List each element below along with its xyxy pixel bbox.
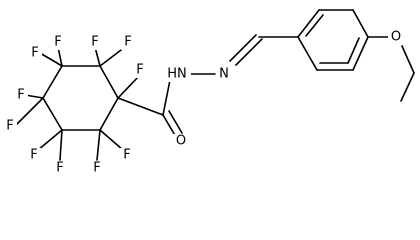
bond-c4-c5 <box>42 97 63 131</box>
bond-c6-f-bottom-left <box>96 129 101 161</box>
bond-c2-f-right <box>99 46 126 67</box>
atom-label-f: F <box>6 119 13 134</box>
atom-label-f: F <box>54 35 61 50</box>
atom-label-f: F <box>124 35 131 50</box>
bond-c5-f-left <box>37 129 63 151</box>
bond-c-nh <box>162 79 171 116</box>
bond-ar-inner-2 <box>347 37 360 64</box>
atom-label-layer: F F F F F F F <box>3 30 404 176</box>
structure-drawing: F F F F F F F <box>3 9 415 176</box>
atom-f: F <box>88 35 102 50</box>
atom-label-nh: HN <box>167 67 187 82</box>
atom-f: F <box>121 35 135 50</box>
bond-o-ch2 <box>401 45 415 74</box>
bond-c5-f-bottom <box>59 129 63 161</box>
atom-label-n: N <box>219 67 229 82</box>
bond-c2-f-left <box>94 46 101 67</box>
bond-ar-c3-c4 <box>352 9 369 38</box>
bond-ar-c6-c1 <box>297 36 318 71</box>
bond-c3-f-left <box>39 52 63 67</box>
bond-ar-c1-c2 <box>297 9 320 38</box>
bond-c1-ccarbonyl <box>117 97 164 116</box>
molecule-diagram: F F F F F F F <box>3 9 415 176</box>
atom-label-f: F <box>123 148 130 163</box>
bond-n-ch-double-2 <box>229 34 257 62</box>
bond-c-o-double-1 <box>162 114 177 138</box>
atom-f: F <box>27 148 41 163</box>
atom-label-f: F <box>93 161 100 176</box>
atom-o: O <box>173 134 189 149</box>
bond-ch2-ch3 <box>400 72 415 102</box>
atom-f: F <box>120 148 134 163</box>
atom-label-o: O <box>391 30 401 45</box>
atom-f: F <box>53 161 67 176</box>
atom-label-o: O <box>176 134 186 149</box>
atom-label-f: F <box>17 88 24 103</box>
bond-c3-f-top <box>57 46 63 67</box>
bond-c1-c2 <box>99 65 119 99</box>
bond-c6-c1 <box>99 97 119 131</box>
atom-f: F <box>51 35 65 50</box>
atom-f: F <box>28 46 42 61</box>
atom-f: F <box>14 88 28 103</box>
atom-n: N <box>216 67 232 82</box>
atom-f: F <box>3 119 17 134</box>
bond-c-o-double-2 <box>168 110 183 134</box>
atom-f: F <box>90 161 104 176</box>
bond-n-ch-double-1 <box>235 38 263 66</box>
atom-o: O <box>388 30 404 45</box>
bond-ar-c4-c5 <box>352 36 369 71</box>
atom-f: F <box>133 63 147 78</box>
atom-label-f: F <box>136 63 143 78</box>
atom-label-f: F <box>91 35 98 50</box>
atom-label-f: F <box>30 148 37 163</box>
atom-nh: HN <box>163 67 191 82</box>
bond-c6-f-bottom-right <box>99 129 124 151</box>
bond-layer <box>15 9 415 161</box>
bond-c3-c4 <box>42 65 63 99</box>
bond-ar-inner-1 <box>305 14 324 37</box>
bond-c4-f-left <box>15 97 44 126</box>
atom-label-f: F <box>31 46 38 61</box>
bond-c1-f <box>117 74 141 99</box>
atom-label-f: F <box>56 161 63 176</box>
